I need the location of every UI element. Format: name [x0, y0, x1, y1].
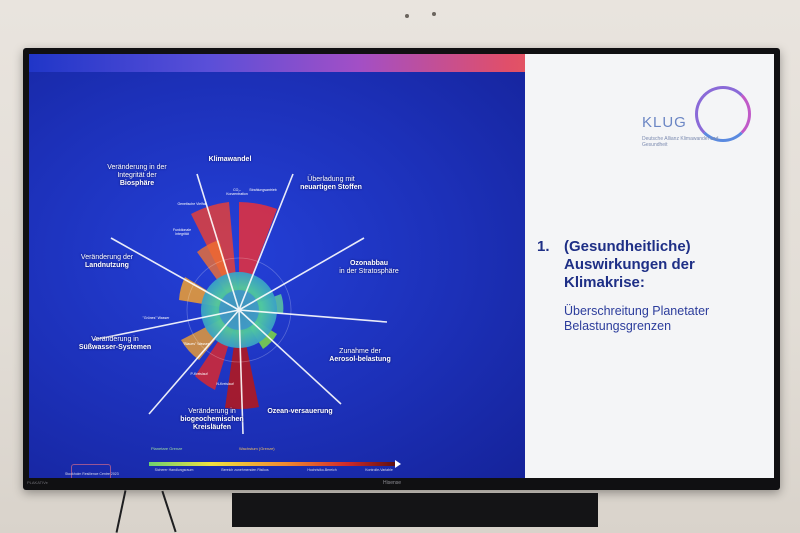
- klug-logo-ring-icon: [695, 86, 751, 142]
- label-forcing: Strahlungsantrieb: [249, 188, 277, 192]
- legend-title-left: Planetare Grenze: [151, 446, 183, 451]
- legend-zone: Hochrisiko-Bereich: [307, 468, 337, 472]
- wall-mark: [405, 14, 409, 18]
- klug-logo-subtitle: Deutsche Allianz Klimawandel und Gesundh…: [642, 136, 719, 148]
- risk-gradient-bar: [149, 462, 397, 466]
- klug-logo: KLUG: [642, 114, 687, 131]
- label-nitrogen: N-Kreislauf: [216, 382, 234, 386]
- tv-brand-logo: Hisense: [383, 480, 402, 486]
- stockholm-logo: [71, 464, 111, 478]
- slide-accent-bar: [29, 54, 627, 72]
- soundbar: [232, 493, 598, 527]
- slide-subheading: Überschreitung Planetater Belastungsgren…: [564, 304, 710, 333]
- heading-number: 1.: [537, 238, 550, 255]
- arrow-right-icon: [395, 460, 401, 468]
- legend-zone: Sicherer Handlungsraum: [154, 468, 194, 472]
- nitrogen-wedge: [225, 310, 259, 409]
- boundary-separators: [92, 173, 388, 435]
- label-green-water: "Grünes" Wasser: [142, 316, 170, 320]
- legend-zone: Bereich zunehmenden Risikos: [221, 468, 269, 472]
- label-ocean: Ozean-versauerung: [267, 408, 333, 415]
- planetary-boundaries-diagram: [92, 173, 388, 435]
- label-functional: Funktionale Integrität: [172, 228, 192, 236]
- label-climate: Klimawandel: [208, 156, 252, 163]
- label-co2: CO₂-Konzentration: [226, 188, 248, 196]
- legend-zone: Kontrolle-Variable: [365, 468, 393, 472]
- legend-title-right: Wachstum (Grenze): [239, 446, 275, 451]
- label-blue-water: "Blaues" Wasser: [183, 342, 209, 346]
- tv-left-label: PLAKATIVe: [27, 480, 48, 485]
- cable: [115, 490, 127, 533]
- label-genetic: Genetische Vielfalt: [177, 202, 207, 206]
- wall-mark: [432, 12, 436, 16]
- footer-credit: Stockholm Resilience Centre 2023: [65, 472, 119, 476]
- slide-title-panel: KLUG Deutsche Allianz Klimawandel und Ge…: [525, 54, 774, 478]
- cable: [161, 490, 177, 533]
- heading-text: (Gesundheitliche) Auswirkungen der Klima…: [564, 238, 695, 291]
- label-phosphorus: P-Kreislauf: [190, 372, 208, 376]
